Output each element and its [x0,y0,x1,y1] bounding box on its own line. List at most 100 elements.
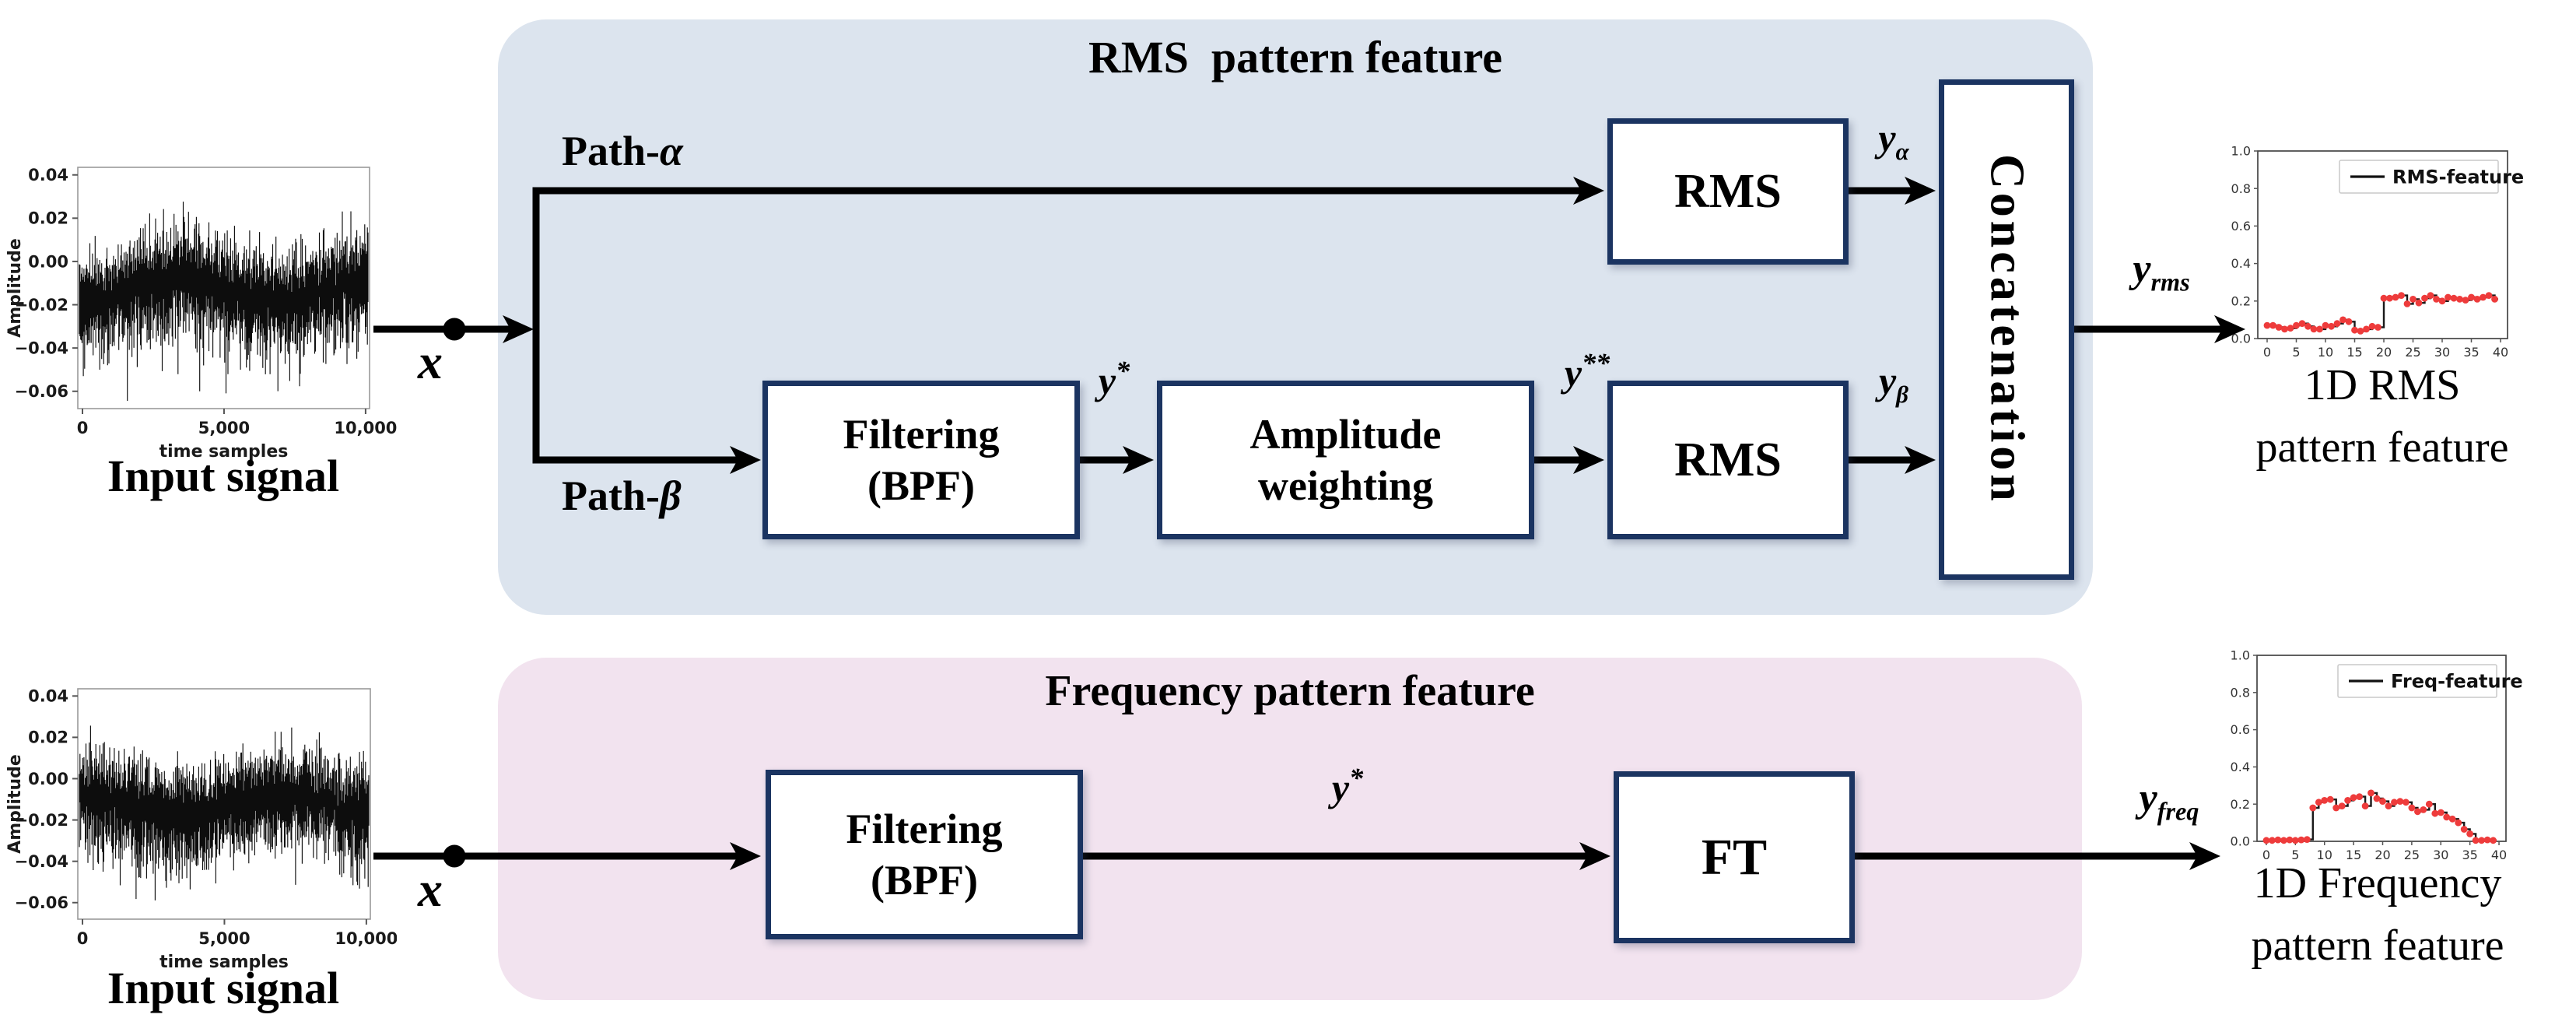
svg-text:0.04: 0.04 [28,166,68,184]
svg-text:0.6: 0.6 [2231,219,2251,233]
svg-text:0.4: 0.4 [2231,760,2250,774]
path-alpha-prefix: Path- [562,128,660,174]
svg-text:0.04: 0.04 [28,687,68,706]
input-signal-caption-bottom: Input signal [107,963,340,1013]
svg-text:0.00: 0.00 [28,252,68,271]
y-rms-base: y [2133,247,2151,291]
ft-label: FT [1701,828,1768,886]
freq-chart-caption-line2: pattern feature [2251,921,2504,970]
svg-text:RMS-feature: RMS-feature [2392,166,2524,188]
svg-text:25: 25 [2405,345,2420,360]
waveform-ylabel: Amplitude [5,754,25,854]
svg-text:0.6: 0.6 [2231,722,2250,737]
filtering-top-line1: Filtering [843,411,1000,458]
y-dstar-base: y [1564,351,1582,395]
svg-text:−0.06: −0.06 [15,893,68,912]
svg-text:10: 10 [2317,848,2332,862]
amplitude-line2: weighting [1257,462,1434,509]
waveform-xlabel: time samples [159,953,289,972]
filtering-top-line2: (BPF) [867,462,975,509]
svg-text:30: 30 [2433,848,2448,862]
svg-text:−0.04: −0.04 [15,852,68,871]
svg-text:15: 15 [2346,848,2361,862]
svg-text:20: 20 [2374,848,2390,862]
y-star-base: y [1098,359,1116,402]
freq-chart-caption-line1: 1D Frequency [2253,859,2502,907]
x-top: x [418,334,443,389]
svg-text:0.8: 0.8 [2231,685,2250,700]
frequency-panel-title: Frequency pattern feature [1045,667,1535,715]
signal-y-star-bottom: y* [1331,762,1364,810]
rms-block-beta: RMS [1607,381,1849,539]
svg-text:35: 35 [2463,345,2479,360]
y-beta-base: y [1878,359,1897,402]
rms-panel-title: RMS pattern feature [1088,32,1503,82]
path-alpha-symbol: α [659,128,683,174]
svg-text:25: 25 [2404,848,2420,862]
svg-text:0.2: 0.2 [2231,293,2251,308]
signal-y-rms: yrms [2133,246,2189,295]
signal-y-beta: yβ [1878,358,1908,406]
noise-waveform-series [79,202,369,401]
y-alpha-base: y [1878,116,1896,160]
svg-text:5,000: 5,000 [198,929,250,948]
signal-y-star-top: y* [1098,355,1130,403]
svg-text:40: 40 [2493,345,2508,360]
filtering-bottom-line2: (BPF) [871,857,978,904]
svg-text:0.2: 0.2 [2231,797,2250,812]
filtering-bottom-line1: Filtering [846,806,1003,852]
input-signal-caption-top: Input signal [107,451,340,501]
y-star-bot-base: y [1331,766,1350,809]
svg-text:−0.02: −0.02 [15,811,68,830]
svg-text:30: 30 [2434,345,2450,360]
svg-text:10,000: 10,000 [335,929,397,948]
signal-y-alpha: yα [1878,115,1908,163]
svg-text:1.0: 1.0 [2231,648,2250,663]
concatenation-block: Concatenation [1939,79,2074,580]
y-alpha-sub: α [1895,138,1909,165]
ft-block: FT [1614,771,1855,943]
svg-text:35: 35 [2462,848,2477,862]
concatenation-label: Concatenation [1980,154,2034,505]
svg-text:0.02: 0.02 [28,209,68,228]
svg-text:15: 15 [2346,345,2362,360]
path-beta-prefix: Path- [562,472,660,519]
svg-text:0: 0 [2262,848,2270,862]
x-bottom: x [418,862,443,917]
svg-text:5: 5 [2292,345,2300,360]
chart-legend: Freq-feature [2337,664,2523,698]
svg-text:1.0: 1.0 [2231,144,2251,159]
rms-block-beta-label: RMS [1674,433,1782,486]
chart-legend: RMS-feature [2339,160,2524,194]
svg-text:−0.04: −0.04 [15,339,68,358]
input-symbol-top: x [418,333,443,391]
path-beta-label: Path-β [562,472,682,520]
filtering-bpf-block-top: Filtering(BPF) [762,381,1080,539]
svg-text:0.00: 0.00 [28,770,68,788]
y-star-bot-sup: * [1349,762,1364,794]
red-markers [2263,292,2498,335]
filtering-bpf-block-bottom: Filtering (BPF) [766,770,1083,939]
svg-text:10,000: 10,000 [334,419,397,437]
y-star-sup: * [1116,355,1130,387]
signal-y-double-star: y** [1564,349,1610,395]
signal-y-freq: yfreq [2140,775,2199,824]
svg-text:0.8: 0.8 [2231,181,2251,196]
y-rms-sub: rms [2150,268,2190,297]
svg-text:0: 0 [2263,345,2271,360]
input-symbol-bottom: x [418,861,443,918]
svg-text:20: 20 [2376,345,2392,360]
